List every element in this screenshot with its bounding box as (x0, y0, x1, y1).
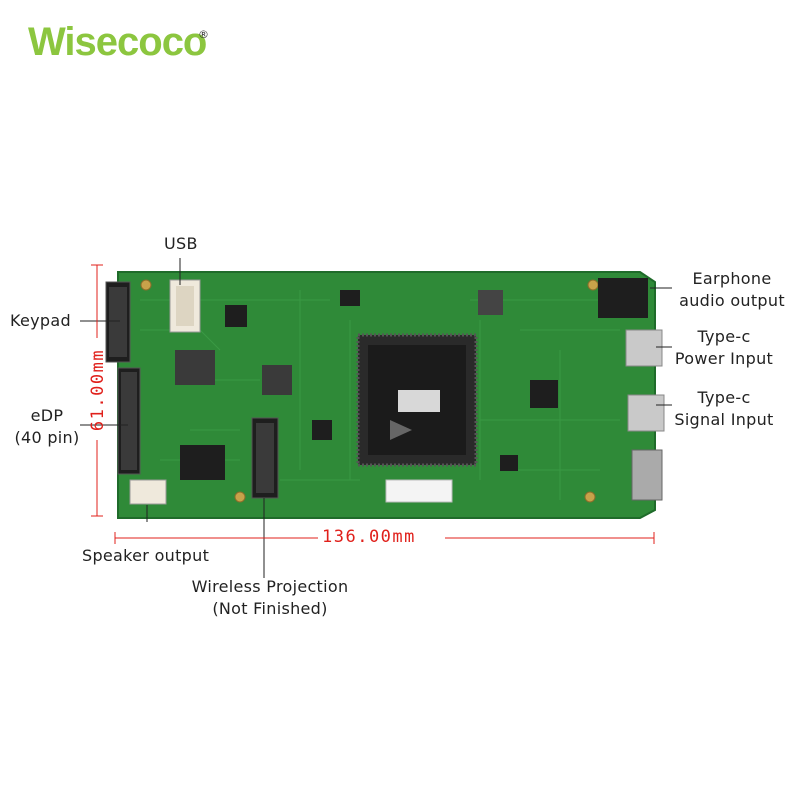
keypad-label: Keypad (10, 311, 71, 330)
edp-label-line2: (40 pin) (14, 428, 80, 447)
registered-mark: ® (198, 28, 209, 41)
signal-label: Type-c Signal Input (668, 387, 780, 431)
edp-connector (117, 367, 141, 475)
earphone-label-line1: Earphone (692, 269, 772, 288)
wireless-projection-connector (251, 417, 279, 499)
wireless-label-line2: (Not Finished) (212, 599, 328, 618)
power-label: Type-c Power Input (668, 326, 780, 370)
signal-label-line1: Type-c (697, 388, 751, 407)
width-dimension: 136.00mm (322, 527, 416, 547)
type-c-signal-connector (627, 394, 665, 432)
edp-label: eDP (40 pin) (12, 405, 82, 449)
usb-label: USB (164, 234, 198, 253)
earphone-label: Earphone audio output (673, 268, 791, 312)
power-label-line1: Type-c (697, 327, 751, 346)
speaker-connector (129, 479, 167, 505)
edp-label-line1: eDP (30, 406, 64, 425)
usb-connector (169, 279, 201, 333)
keypad-connector (105, 281, 131, 363)
earphone-label-line2: audio output (679, 291, 785, 310)
type-c-power-connector (625, 329, 663, 367)
dimension-lines (91, 264, 655, 544)
signal-label-line2: Signal Input (674, 410, 774, 429)
height-dimension: 61.00mm (88, 348, 108, 432)
label-sticker (385, 479, 453, 503)
main-processor-chip (356, 333, 478, 467)
wireless-label: Wireless Projection (Not Finished) (180, 576, 360, 620)
wireless-label-line1: Wireless Projection (191, 577, 349, 596)
speaker-label: Speaker output (82, 546, 210, 565)
brand-logo: Wisecoco (28, 20, 207, 64)
hdmi-connector (631, 449, 663, 501)
power-label-line2: Power Input (674, 349, 774, 368)
pcb-components (175, 278, 648, 480)
